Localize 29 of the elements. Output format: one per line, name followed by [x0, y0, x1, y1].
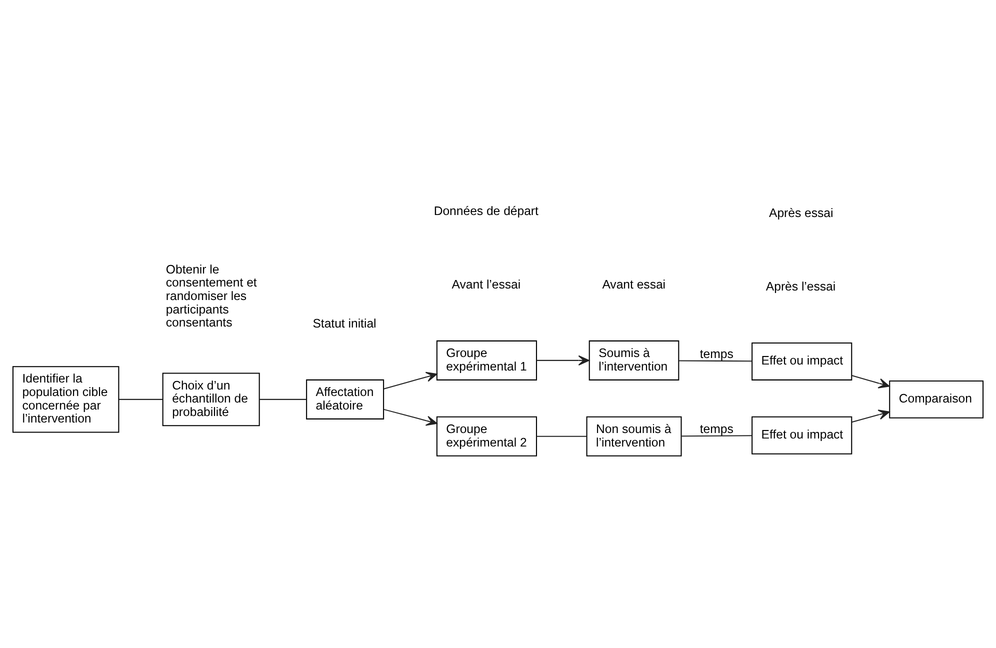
arrow [384, 408, 438, 426]
label: Statut initial [312, 316, 376, 330]
node-box: Non soumis à l’intervention [586, 416, 682, 456]
connector [259, 398, 306, 400]
node-box: Effet ou impact [752, 416, 852, 454]
node-box: Comparaison [889, 380, 984, 418]
edge-label: temps [700, 421, 734, 436]
node-box: Groupe expérimental 2 [436, 416, 537, 456]
node-box: Effet ou impact [752, 342, 852, 380]
label: Après essai [769, 205, 834, 220]
node-box: Identifier la population cible concernée par l’intervention [12, 366, 120, 432]
node-box: Choix d’un échantillon de probabilité [162, 372, 260, 426]
edge-label: temps [700, 346, 734, 360]
arrow [852, 374, 890, 388]
arrow [384, 371, 438, 389]
label: Après l’essai [766, 279, 836, 294]
node-box: Soumis à l’intervention [588, 340, 680, 380]
connector [536, 435, 587, 436]
arrow [536, 354, 590, 366]
connector [679, 360, 752, 362]
connector [118, 398, 163, 400]
label: Données de départ [434, 203, 538, 218]
arrow [852, 409, 890, 422]
label: Avant l’essai [452, 277, 521, 292]
label: Avant essai [602, 277, 666, 292]
label: Obtenir le consentement et randomiser les participants consentants [166, 262, 257, 330]
connector [682, 434, 752, 436]
node-box: Groupe expérimental 1 [436, 340, 537, 380]
node-box: Affectation aléatoire [306, 378, 384, 419]
